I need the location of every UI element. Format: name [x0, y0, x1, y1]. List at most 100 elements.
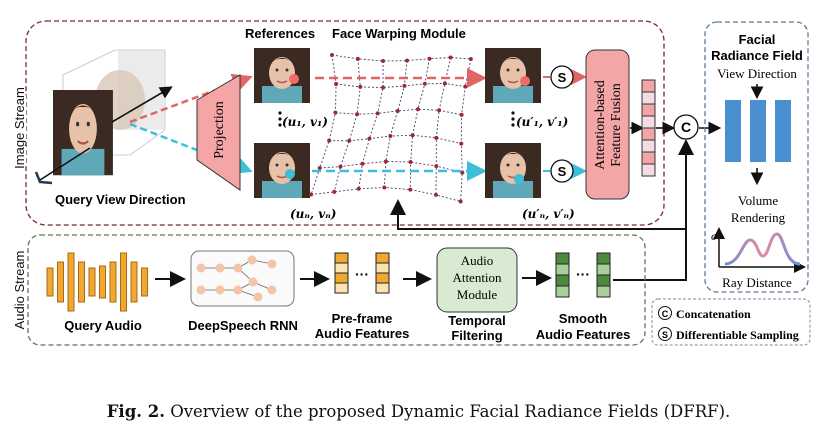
radiance-title-1: Facial [739, 32, 776, 47]
waveform-bar [67, 252, 75, 312]
grid-node [408, 187, 413, 192]
reference-face-n [253, 142, 311, 199]
grid-node [356, 186, 361, 191]
deepspeech-label: DeepSpeech RNN [188, 318, 298, 333]
sampling-symbol-n: S [558, 164, 567, 179]
rnn-node [267, 259, 277, 269]
rnn-node [247, 255, 257, 265]
grid-node [459, 141, 464, 146]
attention-feature-fusion-box [585, 49, 630, 200]
grid-node [347, 138, 352, 143]
legend-box [651, 298, 811, 346]
audio-stream-label: Audio Stream [12, 251, 27, 330]
grid-node [434, 164, 439, 169]
grid-node [422, 81, 427, 86]
smooth-ellipsis: ··· [576, 266, 590, 282]
feature-cell [334, 252, 349, 264]
waveform-bar [46, 267, 54, 297]
grid-node [382, 185, 387, 190]
projection-label: Projection [212, 101, 227, 159]
grid-node [410, 133, 415, 138]
density-curve [724, 232, 801, 266]
waveform-bar [99, 265, 106, 299]
radiance-title-2: Radiance Field [711, 48, 803, 63]
rnn-node [233, 285, 243, 295]
feature-cell [375, 282, 390, 294]
waveform-bar [120, 252, 127, 312]
grid-node [434, 135, 439, 140]
feature-cell [641, 115, 656, 129]
grid-node [404, 58, 409, 63]
waveform-bar [130, 261, 138, 303]
view-arrow-forward [111, 86, 173, 123]
mlp-layer [775, 100, 791, 162]
smooth-label-2: Audio Features [536, 327, 631, 342]
rnn-node [196, 285, 206, 295]
audio-attention-module-box [436, 247, 518, 313]
preframe-label-2: Audio Features [315, 326, 410, 341]
rnn-node [233, 263, 243, 273]
feature-cell [596, 274, 611, 287]
audio-to-concat-arrow [613, 139, 694, 281]
rnn-node [253, 292, 263, 302]
rendering-label: Rendering [731, 210, 786, 225]
caption-text: Overview of the proposed Dynamic Facial … [164, 402, 731, 421]
feature-cell [596, 252, 611, 265]
grid-node [367, 136, 372, 141]
waveform-bar [141, 267, 148, 297]
legend-concat-icon [658, 306, 672, 320]
preframe-label-1: Pre-frame [332, 311, 393, 326]
grid-node [437, 108, 442, 113]
feature-cell [555, 274, 570, 287]
waveform-bar [109, 261, 117, 303]
smooth-label-1: Smooth [559, 311, 607, 326]
facial-radiance-field-box [704, 21, 809, 293]
sampling-symbol-1: S [558, 70, 567, 85]
preframe-ellipsis: ··· [355, 266, 369, 282]
attention-label-1: Audio [461, 253, 494, 268]
mlp-layer [725, 100, 741, 162]
feature-cell [641, 151, 656, 165]
image-stream-box [25, 20, 665, 226]
feature-cell [596, 263, 611, 276]
sampling-node-n [550, 159, 574, 183]
grid-node [360, 161, 365, 166]
feature-cell [334, 262, 349, 274]
grid-node [332, 189, 337, 194]
dfrf-diagram: Image Stream Query View Direction Projec… [12, 20, 811, 346]
feature-cell [641, 79, 656, 93]
mlp-layer [750, 100, 766, 162]
feature-cell [641, 139, 656, 153]
deepspeech-rnn-box [190, 250, 295, 307]
sampling-node-1 [550, 65, 574, 89]
feature-cell [641, 103, 656, 117]
grid-node [402, 83, 407, 88]
legend-sampling-label: Differentiable Sampling [676, 328, 799, 342]
feature-cell [334, 282, 349, 294]
sigma-label: σ [711, 229, 718, 243]
grid-node [334, 81, 339, 86]
vertical-ellipsis [278, 111, 282, 127]
ray-distance-label: Ray Distance [722, 275, 792, 290]
legend-concat-symbol: C [662, 309, 669, 319]
image-stream-label: Image Stream [12, 87, 27, 169]
attention-label-3: Module [457, 287, 498, 302]
grid-node [468, 57, 473, 62]
query-view-cube [51, 49, 166, 177]
grid-node [415, 107, 420, 112]
uv-1-label: (u₁, v₁) [282, 115, 328, 129]
grid-node [375, 111, 380, 116]
grid-node [309, 192, 314, 197]
grid-node [333, 110, 338, 115]
query-audio-label: Query Audio [64, 318, 142, 333]
mlp-layers [725, 100, 791, 162]
grid-node [459, 112, 464, 117]
projection-plane [196, 74, 241, 191]
rnn-node [267, 285, 277, 295]
fusion-label-2: Feature Fusion [609, 83, 624, 167]
audio-stream-box [27, 234, 646, 346]
reference-face-1 [253, 47, 311, 104]
caption-prefix: Fig. 2. [106, 402, 165, 421]
query-view-direction-label: Query View Direction [55, 192, 186, 207]
grid-node [427, 56, 432, 61]
